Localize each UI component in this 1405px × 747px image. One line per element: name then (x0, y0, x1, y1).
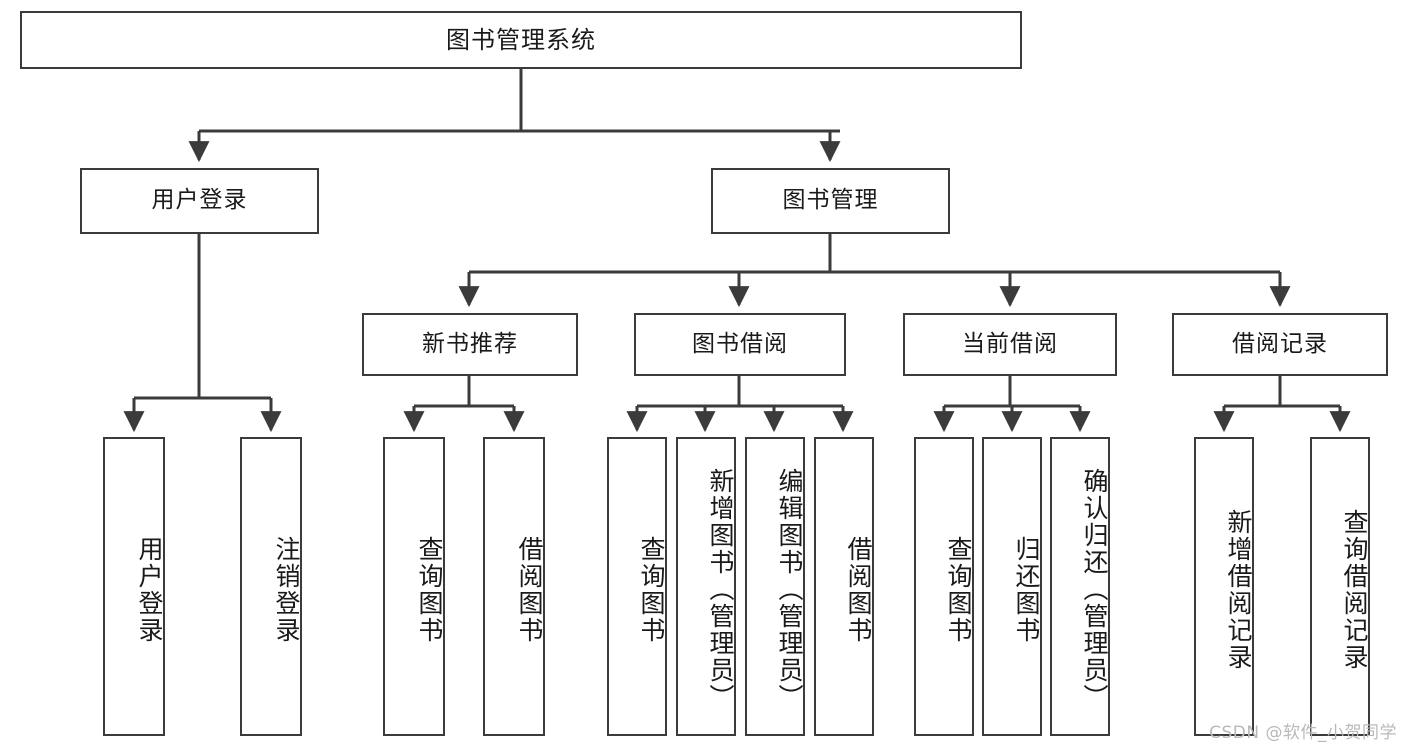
node-label: 图书管理 (782, 187, 879, 214)
leaf-borrow-book-recommend[interactable]: 借阅图书 (483, 437, 545, 736)
node-label: 编辑图书（管理员） (775, 468, 804, 711)
node-new-book-recommend[interactable]: 新书推荐 (362, 313, 578, 376)
node-label: 查询图书 (637, 535, 666, 644)
leaf-query-book-recommend[interactable]: 查询图书 (383, 437, 445, 736)
watermark-text: CSDN @软件_小贺同学 (1209, 723, 1397, 743)
node-label: 新增借阅记录 (1224, 508, 1253, 671)
leaf-borrow-book[interactable]: 借阅图书 (814, 437, 874, 736)
leaf-return-book[interactable]: 归还图书 (982, 437, 1042, 736)
leaf-add-borrow-record[interactable]: 新增借阅记录 (1194, 437, 1254, 736)
node-label: 查询图书 (944, 535, 973, 644)
leaf-query-book-borrow[interactable]: 查询图书 (607, 437, 667, 736)
node-book-borrow[interactable]: 图书借阅 (634, 313, 846, 376)
node-current-borrow[interactable]: 当前借阅 (903, 313, 1117, 376)
node-label: 借阅图书 (844, 535, 873, 644)
node-book-management[interactable]: 图书管理 (711, 168, 950, 234)
node-user-login[interactable]: 用户登录 (80, 168, 319, 234)
node-label: 确认归还（管理员） (1080, 468, 1109, 711)
node-label: 图书借阅 (692, 330, 788, 357)
node-label: 用户登录 (135, 535, 164, 644)
node-label: 图书管理系统 (446, 25, 596, 54)
node-label: 用户登录 (151, 187, 248, 214)
node-label: 新增图书（管理员） (706, 468, 735, 711)
leaf-query-borrow-record[interactable]: 查询借阅记录 (1310, 437, 1370, 736)
leaf-confirm-return-admin[interactable]: 确认归还（管理员） (1050, 437, 1110, 736)
node-label: 新书推荐 (422, 330, 518, 357)
leaf-user-login[interactable]: 用户登录 (103, 437, 165, 736)
node-label: 当前借阅 (962, 330, 1058, 357)
node-label: 注销登录 (272, 535, 301, 644)
node-label: 借阅记录 (1232, 330, 1328, 357)
node-root-book-management-system[interactable]: 图书管理系统 (20, 11, 1022, 69)
node-borrow-record[interactable]: 借阅记录 (1172, 313, 1388, 376)
node-label: 查询图书 (415, 535, 444, 644)
leaf-query-book-current[interactable]: 查询图书 (914, 437, 974, 736)
leaf-logout[interactable]: 注销登录 (240, 437, 302, 736)
node-label: 查询借阅记录 (1340, 508, 1369, 671)
node-label: 借阅图书 (515, 535, 544, 644)
leaf-edit-book-admin[interactable]: 编辑图书（管理员） (745, 437, 805, 736)
leaf-add-book-admin[interactable]: 新增图书（管理员） (676, 437, 736, 736)
node-label: 归还图书 (1012, 535, 1041, 644)
